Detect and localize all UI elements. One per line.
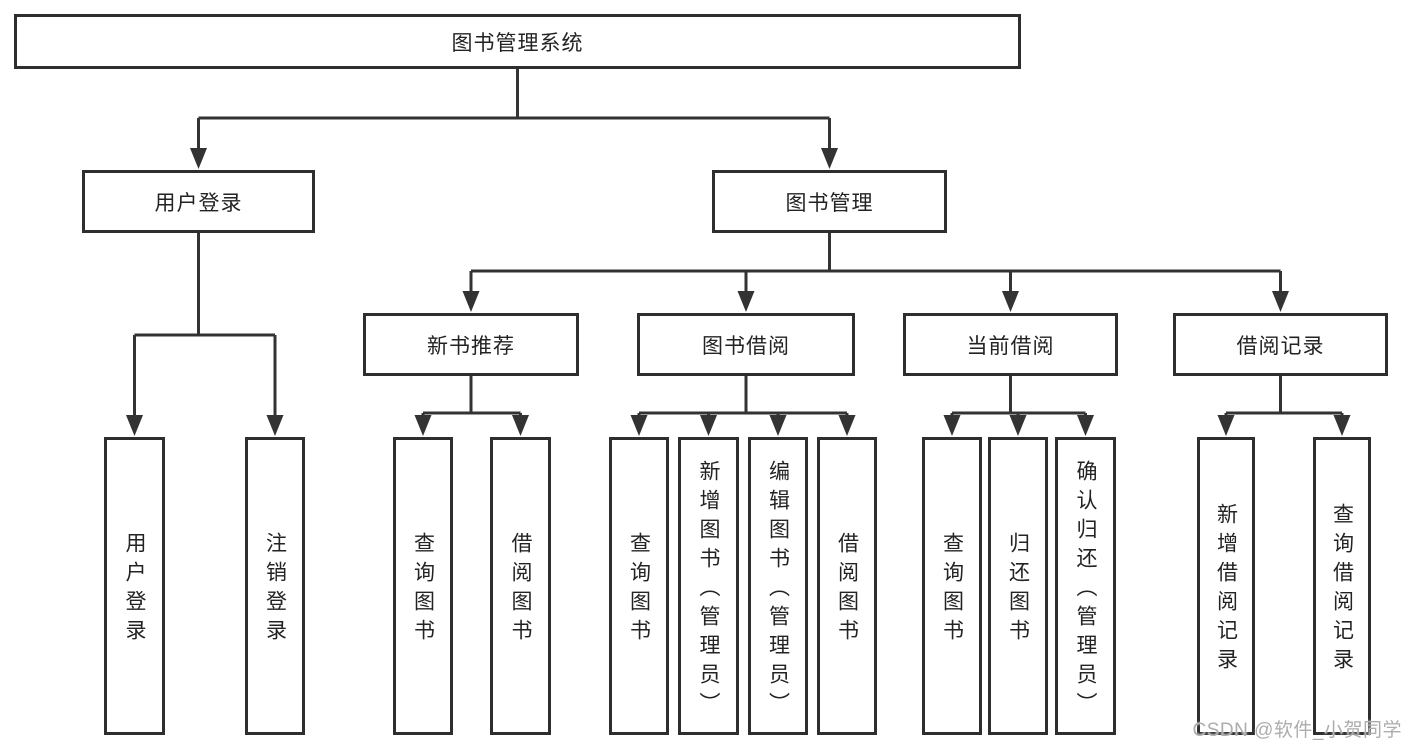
- node-label: 新书推荐: [427, 334, 515, 358]
- node-current-borrowing: 当前借阅: [903, 313, 1118, 376]
- node-user-login: 用户登录: [82, 170, 315, 233]
- leaf-logout: 注销登录: [245, 437, 305, 735]
- leaf-borrowing-borrow-books: 借阅图书: [817, 437, 877, 735]
- connector-paths: [133, 69, 1344, 417]
- node-label: 当前借阅: [966, 334, 1055, 358]
- csdn-watermark: CSDN @软件_小贺同学: [1192, 720, 1402, 741]
- leaf-label: 借阅图书: [509, 532, 532, 648]
- leaf-label: 查询图书: [411, 532, 435, 648]
- leaf-edit-books-admin: 编辑图书（管理员）: [748, 437, 808, 735]
- node-book-management: 图书管理: [712, 170, 947, 233]
- leaf-label: 归还图书: [1006, 532, 1030, 648]
- leaf-label: 新增图书（管理员）: [697, 459, 720, 721]
- node-label: 借阅记录: [1236, 334, 1325, 358]
- leaf-add-books-admin: 新增图书（管理员）: [678, 437, 739, 735]
- leaf-confirm-return-admin: 确认归还（管理员）: [1055, 437, 1116, 735]
- node-label: 图书借阅: [702, 334, 790, 358]
- leaf-current-query-books: 查询图书: [922, 437, 982, 735]
- leaf-label: 编辑图书（管理员）: [766, 459, 790, 721]
- leaf-query-borrow-record: 查询借阅记录: [1313, 437, 1371, 735]
- connector-arrowheads: [126, 148, 1351, 436]
- node-new-book-recommend: 新书推荐: [363, 313, 579, 376]
- leaf-label: 用户登录: [123, 532, 146, 648]
- node-label: 图书管理: [785, 191, 874, 215]
- leaf-label: 查询图书: [940, 532, 964, 648]
- leaf-label: 新增借阅记录: [1214, 503, 1238, 677]
- leaf-recommend-borrow-books: 借阅图书: [490, 437, 551, 735]
- leaf-borrowing-query-books: 查询图书: [609, 437, 669, 735]
- node-label: 用户登录: [154, 191, 243, 215]
- leaf-label: 查询借阅记录: [1330, 503, 1354, 677]
- leaf-return-books: 归还图书: [988, 437, 1048, 735]
- leaf-recommend-query-books: 查询图书: [393, 437, 453, 735]
- node-label: 图书管理系统: [451, 31, 584, 55]
- leaf-add-borrow-record: 新增借阅记录: [1197, 437, 1255, 735]
- leaf-label: 借阅图书: [835, 532, 859, 648]
- node-borrowing-records: 借阅记录: [1173, 313, 1388, 376]
- leaf-label: 确认归还（管理员）: [1074, 459, 1097, 721]
- leaf-label: 注销登录: [263, 532, 287, 648]
- leaf-user-login: 用户登录: [104, 437, 165, 735]
- node-root-library-system: 图书管理系统: [14, 14, 1021, 69]
- leaf-label: 查询图书: [627, 532, 651, 648]
- node-book-borrowing: 图书借阅: [637, 313, 855, 376]
